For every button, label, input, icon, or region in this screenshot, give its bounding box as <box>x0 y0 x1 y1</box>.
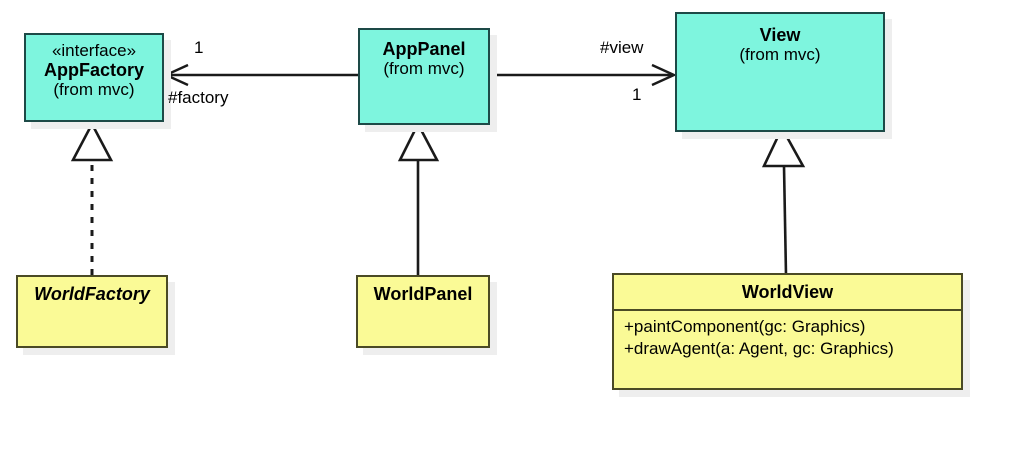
worldview-operation: +drawAgent(a: Agent, gc: Graphics) <box>624 339 894 359</box>
appfactory-stereotype: «interface» <box>51 41 137 60</box>
apppanel-package: (from mvc) <box>383 59 465 79</box>
view-title: View <box>759 25 801 45</box>
worldfactory-name-compartment: WorldFactory <box>18 277 166 308</box>
association-view <box>490 63 677 87</box>
class-box-worldview[interactable]: WorldView +paintComponent(gc: Graphics) … <box>612 273 963 390</box>
apppanel-name-compartment: AppPanel (from mvc) <box>360 30 488 82</box>
view-name-compartment: View (from mvc) <box>677 14 883 68</box>
generalization-worldview-view <box>761 125 806 276</box>
appfactory-title: AppFactory <box>43 60 144 81</box>
label-view-multiplicity: 1 <box>632 85 642 104</box>
worldpanel-title: WorldPanel <box>373 284 473 304</box>
worldview-operations-compartment: +paintComponent(gc: Graphics) +drawAgent… <box>614 311 961 366</box>
realization-worldfactory-appfactory <box>70 121 114 275</box>
label-factory-role: #factory <box>168 88 229 107</box>
worldview-divider <box>614 309 961 312</box>
label-view-role: #view <box>600 38 644 57</box>
apppanel-title: AppPanel <box>382 39 466 59</box>
view-package: (from mvc) <box>739 45 821 65</box>
class-box-appfactory[interactable]: «interface» AppFactory (from mvc) <box>24 33 164 122</box>
worldview-title: WorldView <box>741 282 834 302</box>
association-appfactory <box>163 63 358 87</box>
worldpanel-name-compartment: WorldPanel <box>358 277 488 308</box>
worldview-operation: +paintComponent(gc: Graphics) <box>624 317 866 337</box>
class-box-apppanel[interactable]: AppPanel (from mvc) <box>358 28 490 125</box>
generalization-worldpanel-apppanel <box>397 121 440 275</box>
appfactory-package: (from mvc) <box>53 80 135 100</box>
label-factory-multiplicity: 1 <box>194 38 204 57</box>
class-box-worldfactory[interactable]: WorldFactory <box>16 275 168 348</box>
class-box-view[interactable]: View (from mvc) <box>675 12 885 132</box>
class-box-worldpanel[interactable]: WorldPanel <box>356 275 490 348</box>
worldview-name-compartment: WorldView <box>614 275 961 309</box>
worldfactory-title: WorldFactory <box>34 284 150 304</box>
appfactory-name-compartment: «interface» AppFactory (from mvc) <box>26 35 162 103</box>
